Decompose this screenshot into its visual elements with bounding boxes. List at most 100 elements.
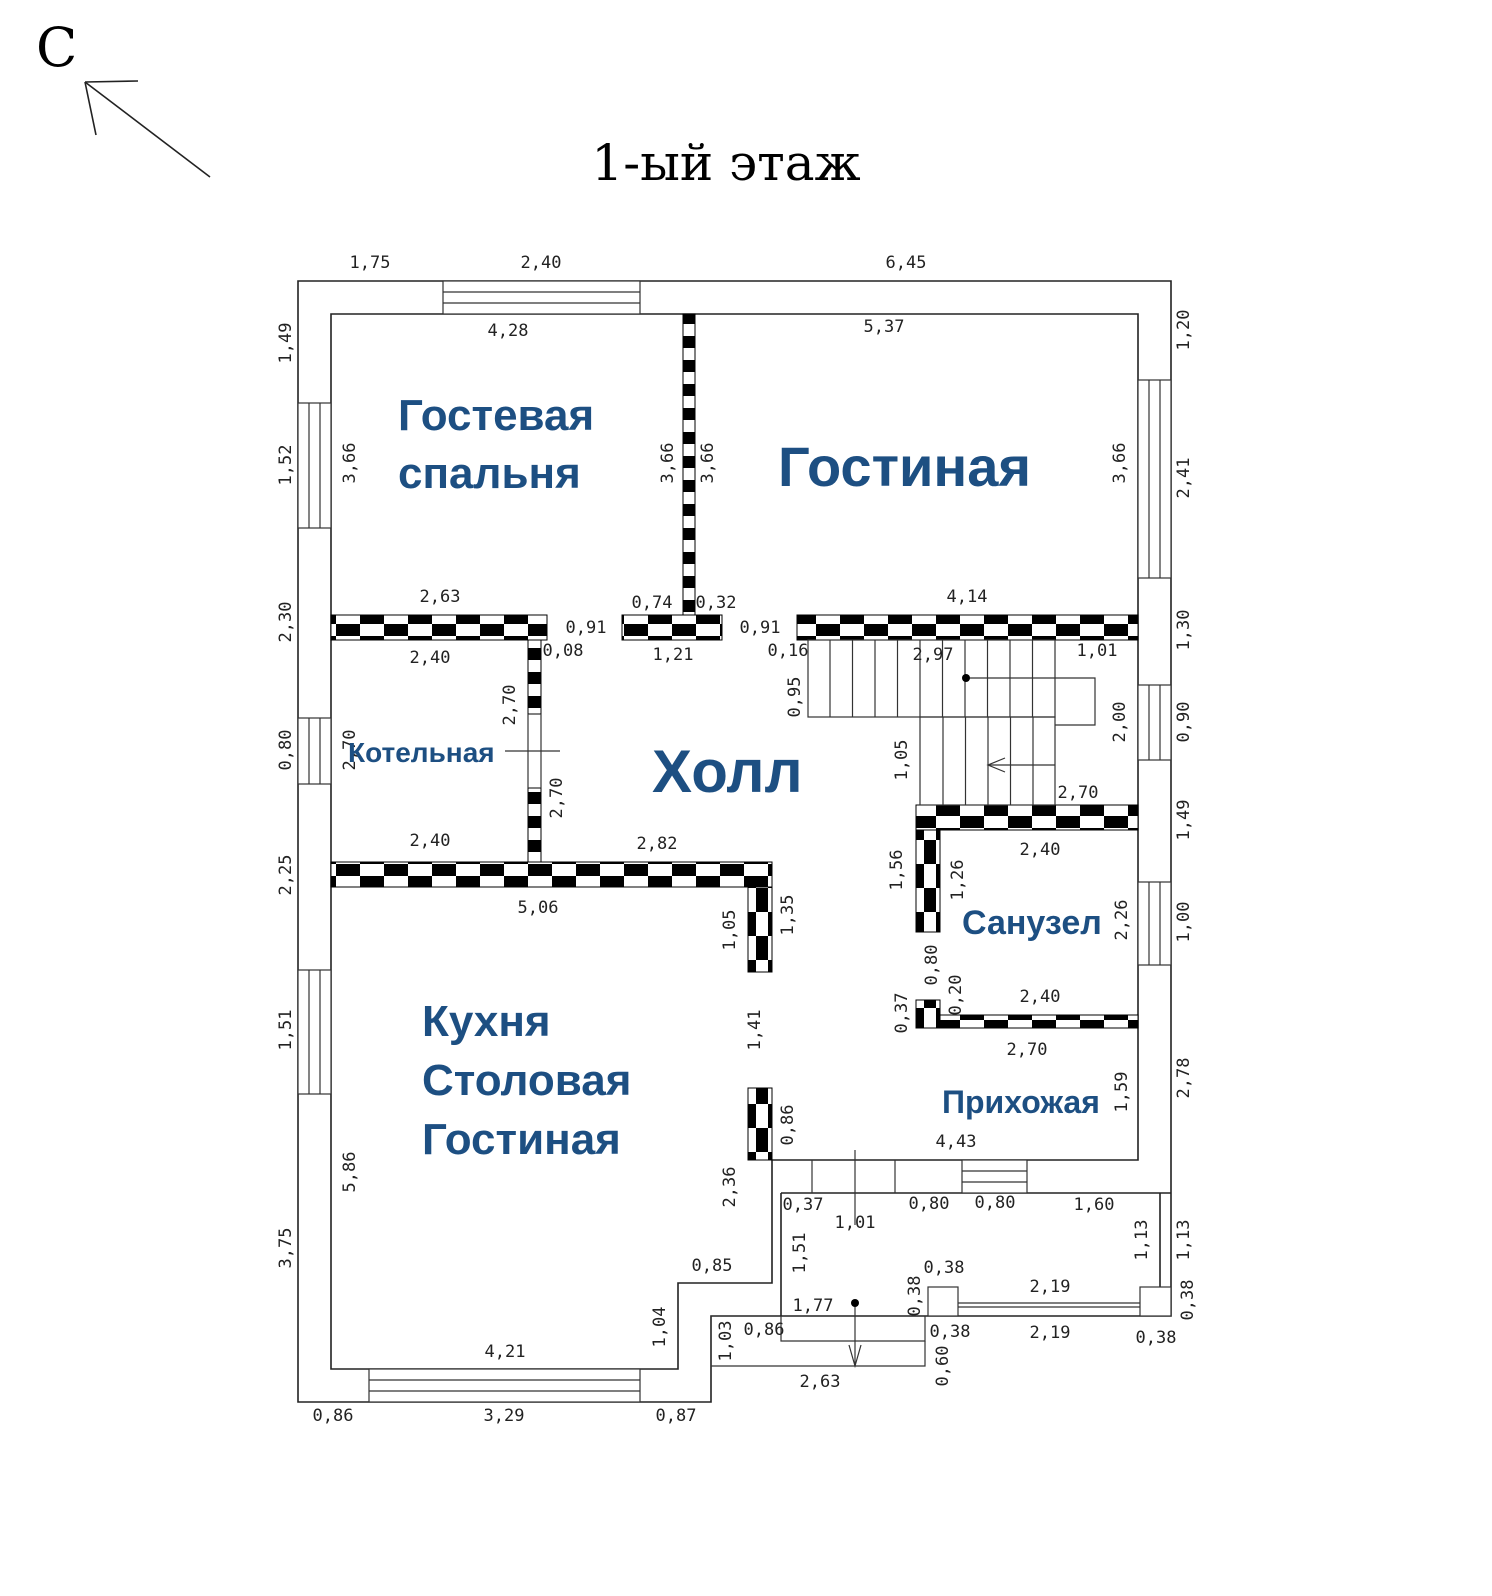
dimension-label: 4,21: [485, 1342, 526, 1362]
room-label-kitchen: Кухня: [422, 997, 551, 1046]
north-label: С: [36, 16, 77, 79]
dimension-label: 1,59: [1112, 1072, 1132, 1113]
dimension-label: 1,05: [720, 910, 740, 951]
room-label-guest-bedroom: Гостевая: [398, 391, 594, 440]
dimension-label: 1,49: [1174, 800, 1194, 841]
windows: [297, 280, 1172, 1403]
room-label-living-room: Гостиная: [778, 435, 1031, 498]
room-label-bathroom: Санузел: [962, 904, 1102, 942]
dimension-label: 1,49: [276, 323, 296, 364]
dimension-label: 0,91: [566, 618, 607, 638]
dimension-label: 2,40: [1020, 987, 1061, 1007]
dimension-label: 2,70: [340, 730, 360, 771]
dimension-label: 1,30: [1174, 610, 1194, 651]
room-label-guest-bedroom-2: спальня: [398, 449, 581, 498]
dimension-label: 1,04: [650, 1307, 670, 1348]
dimension-label: 2,70: [547, 778, 567, 819]
dimension-label: 0,38: [905, 1276, 925, 1317]
dimension-label: 5,06: [518, 898, 559, 918]
dimension-label: 1,56: [887, 850, 907, 891]
dimension-label: 3,29: [484, 1406, 525, 1426]
dimension-label: 1,20: [1174, 310, 1194, 351]
dimension-label: 1,13: [1174, 1220, 1194, 1261]
dimension-label: 2,70: [500, 685, 520, 726]
dimension-label: 2,40: [410, 831, 451, 851]
dimension-label: 3,66: [698, 443, 718, 484]
north-arrow-icon: [84, 80, 211, 178]
dimension-label: 1,51: [276, 1010, 296, 1051]
interior-walls: [330, 313, 1139, 1161]
dimension-label: 0,86: [778, 1105, 798, 1146]
dimension-label: 0,91: [740, 618, 781, 638]
staircase: [807, 639, 1096, 806]
dimension-label: 0,20: [946, 975, 966, 1016]
dimension-label: 0,74: [632, 593, 673, 613]
dimension-label: 3,66: [658, 443, 678, 484]
dimension-label: 2,82: [637, 834, 678, 854]
dimension-label: 6,45: [886, 253, 927, 273]
dimension-label: 0,32: [696, 593, 737, 613]
dimension-label: 2,40: [1020, 840, 1061, 860]
dimension-label: 2,40: [521, 253, 562, 273]
dimension-label: 2,97: [913, 645, 954, 665]
dimension-label: 0,90: [1174, 702, 1194, 743]
dimension-label: 1,03: [716, 1321, 736, 1362]
dimension-label: 2,19: [1030, 1277, 1071, 1297]
room-label-kitchen-living: Гостиная: [422, 1115, 621, 1164]
dimension-label: 2,70: [1058, 783, 1099, 803]
dimension-label: 1,01: [1077, 641, 1118, 661]
dimension-label: 0,86: [744, 1320, 785, 1340]
dimension-label: 0,16: [768, 641, 809, 661]
dimension-label: 0,95: [785, 677, 805, 718]
dimension-label: 2,78: [1174, 1058, 1194, 1099]
dimension-label: 4,43: [936, 1132, 977, 1152]
dimension-label: 0,85: [692, 1256, 733, 1276]
dimension-label: 0,37: [892, 993, 912, 1034]
dimension-label: 3,66: [340, 443, 360, 484]
room-label-dining: Столовая: [422, 1056, 631, 1105]
room-label-entrance: Прихожая: [942, 1084, 1100, 1120]
dimension-label: 0,38: [924, 1258, 965, 1278]
dimension-label: 0,60: [933, 1346, 953, 1387]
dimension-label: 0,38: [1178, 1280, 1198, 1321]
dimension-label: 2,40: [410, 648, 451, 668]
dimension-label: 2,30: [276, 602, 296, 643]
dimension-label: 3,75: [276, 1228, 296, 1269]
boiler-door: [505, 714, 560, 788]
dimension-label: 2,25: [276, 855, 296, 896]
dimension-label: 1,35: [778, 895, 798, 936]
room-label-hall: Холл: [652, 738, 803, 805]
porch: [710, 1286, 1172, 1369]
dimension-label: 1,41: [745, 1010, 765, 1051]
dimension-label: 2,00: [1110, 702, 1130, 743]
dimension-label: 2,26: [1112, 900, 1132, 941]
dimension-label: 2,63: [800, 1372, 841, 1392]
dimension-label: 0,80: [975, 1193, 1016, 1213]
page-title: 1-ый этаж: [591, 134, 860, 192]
stair-start-dot: [962, 674, 970, 682]
dimension-label: 0,86: [313, 1406, 354, 1426]
dimension-label: 0,38: [1136, 1328, 1177, 1348]
dimension-label: 1,77: [793, 1296, 834, 1316]
dimension-label: 4,14: [947, 587, 988, 607]
dimension-label: 3,66: [1110, 443, 1130, 484]
dimension-label: 0,37: [783, 1195, 824, 1215]
dimension-label: 0,80: [922, 945, 942, 986]
dimension-label: 2,36: [720, 1167, 740, 1208]
dimension-label: 2,19: [1030, 1323, 1071, 1343]
dimension-label: 1,26: [948, 860, 968, 901]
room-label-boiler-room: Котельная: [348, 737, 495, 768]
dimension-label: 0,80: [276, 730, 296, 771]
dimension-label: 4,28: [488, 321, 529, 341]
dimension-label: 0,87: [656, 1406, 697, 1426]
dimension-label: 1,00: [1174, 902, 1194, 943]
porch-dot: [851, 1299, 859, 1307]
dimension-label: 1,51: [790, 1233, 810, 1274]
dimension-label: 2,63: [420, 587, 461, 607]
dimension-label: 5,86: [340, 1152, 360, 1193]
dimension-label: 1,60: [1074, 1195, 1115, 1215]
dimension-label: 1,01: [835, 1213, 876, 1233]
dimension-label: 1,05: [892, 740, 912, 781]
dimension-label: 5,37: [864, 317, 905, 337]
